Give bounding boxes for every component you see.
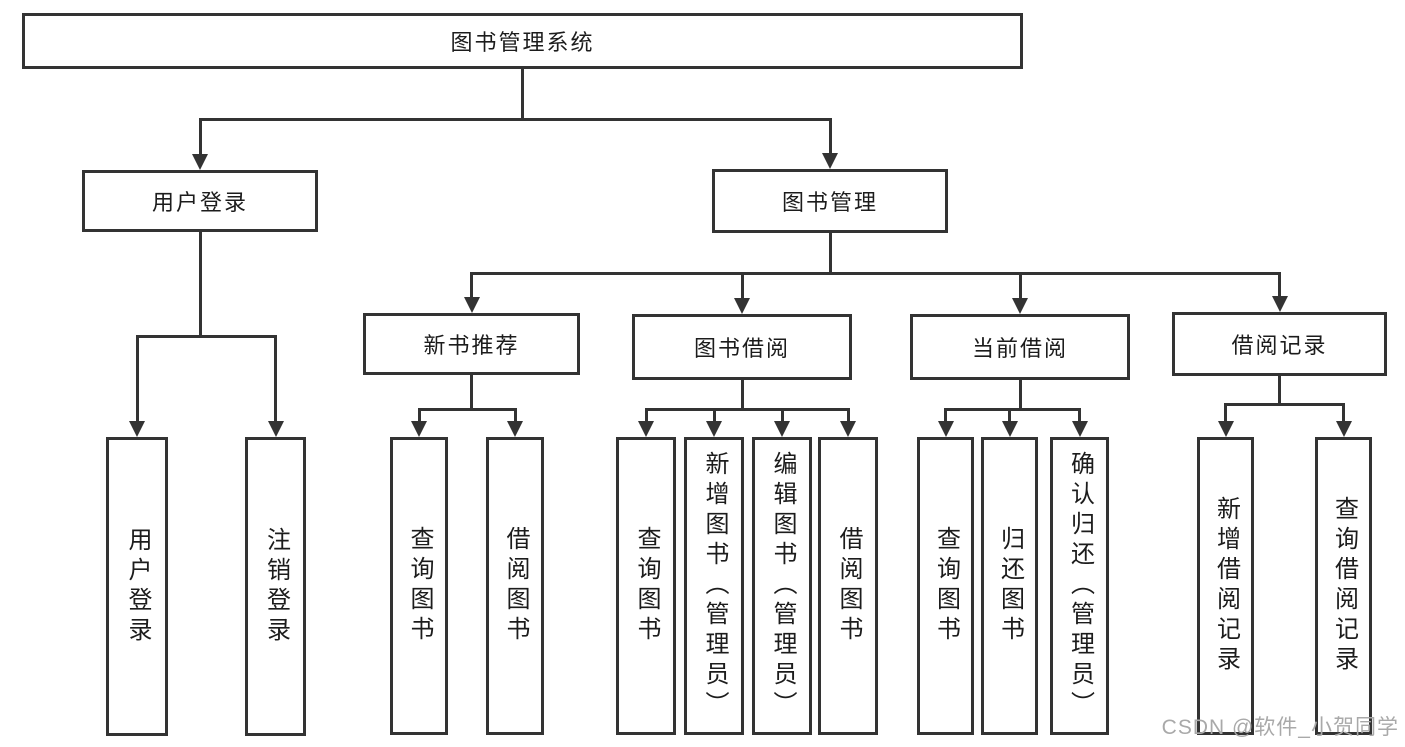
connector-bus — [1224, 403, 1345, 406]
node-label: 图书管理 — [781, 190, 878, 215]
connector-stem — [740, 380, 744, 411]
connector-stem — [1278, 376, 1281, 406]
node-label: 用户登录 — [151, 190, 248, 215]
node-borrow-book-new: 借阅图书 — [486, 437, 544, 735]
arrow-down-icon — [1001, 421, 1018, 437]
node-borrow-book: 借阅图书 — [818, 437, 878, 735]
node-label: 编辑图书（管理员） — [769, 451, 796, 721]
connector-drop — [1278, 272, 1281, 296]
arrow-down-icon — [507, 421, 523, 437]
connector-bus — [198, 118, 832, 121]
node-label: 查询图书 — [932, 526, 960, 646]
arrow-down-icon — [1271, 296, 1288, 312]
node-query-book-borrow: 查询图书 — [616, 437, 676, 735]
node-label: 借阅图书 — [502, 526, 529, 646]
connector-drop — [712, 408, 716, 421]
connector-drop — [828, 118, 832, 153]
connector-drop — [644, 408, 648, 421]
connector-drop — [470, 272, 473, 297]
arrow-down-icon — [840, 421, 856, 437]
connector-stem — [198, 232, 202, 338]
arrow-down-icon — [1335, 421, 1352, 437]
arrow-down-icon — [1071, 421, 1088, 437]
connector-stem — [470, 375, 473, 411]
node-query-borrow-record: 查询借阅记录 — [1315, 437, 1372, 735]
node-label: 确认归还（管理员） — [1066, 451, 1094, 721]
watermark: CSDN @软件_小贺同学 — [1161, 716, 1399, 739]
connector-drop — [780, 408, 784, 421]
node-login-leaf: 用户登录 — [106, 437, 168, 736]
connector-drop — [1078, 408, 1081, 421]
node-book-borrow: 图书借阅 — [632, 314, 852, 380]
node-new-book-rec: 新书推荐 — [363, 313, 580, 375]
connector-drop — [740, 272, 744, 298]
node-label: 新书推荐 — [423, 333, 520, 358]
connector-drop — [198, 118, 202, 154]
connector-drop — [1224, 403, 1227, 421]
node-label: 注销登录 — [262, 526, 290, 647]
node-current-borrow: 当前借阅 — [910, 314, 1130, 380]
node-label: 查询图书 — [406, 526, 433, 646]
connector-bus — [644, 408, 850, 411]
arrow-down-icon — [1217, 421, 1234, 437]
node-edit-book: 编辑图书（管理员） — [752, 437, 812, 735]
node-label: 用户登录 — [124, 526, 151, 647]
connector-bus — [417, 408, 517, 411]
arrow-down-icon — [267, 421, 284, 437]
connector-drop — [513, 408, 517, 421]
node-label: 图书管理系统 — [450, 30, 595, 55]
node-add-borrow-record: 新增借阅记录 — [1197, 437, 1254, 735]
node-add-book: 新增图书（管理员） — [684, 437, 744, 735]
connector-bus — [470, 272, 1281, 275]
node-book-mgmt: 图书管理 — [712, 169, 948, 233]
node-label: 图书借阅 — [693, 336, 790, 361]
node-logout-leaf: 注销登录 — [245, 437, 306, 736]
arrow-down-icon — [774, 421, 790, 437]
connector-drop — [274, 335, 277, 421]
arrow-down-icon — [1012, 298, 1028, 314]
node-label: 查询借阅记录 — [1330, 496, 1358, 676]
connector-drop — [135, 335, 139, 421]
connector-drop — [1018, 272, 1022, 298]
node-confirm-return: 确认归还（管理员） — [1050, 437, 1109, 735]
node-label: 借阅图书 — [835, 526, 862, 646]
node-label: 当前借阅 — [971, 336, 1068, 361]
arrow-down-icon — [463, 297, 480, 313]
connector-drop — [846, 408, 850, 421]
node-user-login: 用户登录 — [82, 170, 318, 232]
node-label: 归还图书 — [996, 526, 1024, 646]
connector-stem — [1018, 380, 1022, 411]
arrow-down-icon — [822, 153, 838, 169]
node-borrow-records: 借阅记录 — [1172, 312, 1387, 376]
node-label: 新增借阅记录 — [1212, 496, 1240, 676]
node-query-book-new: 查询图书 — [390, 437, 448, 735]
connector-stem — [828, 233, 832, 275]
connector-stem — [521, 69, 524, 121]
connector-drop — [1342, 403, 1345, 421]
arrow-down-icon — [937, 421, 954, 437]
arrow-down-icon — [192, 154, 208, 170]
arrow-down-icon — [129, 421, 145, 437]
arrow-down-icon — [706, 421, 722, 437]
node-query-book-current: 查询图书 — [917, 437, 974, 735]
node-label: 借阅记录 — [1231, 333, 1328, 358]
node-root: 图书管理系统 — [22, 13, 1023, 69]
arrow-down-icon — [411, 421, 427, 437]
node-label: 查询图书 — [633, 526, 660, 646]
connector-drop — [1008, 408, 1011, 421]
arrow-down-icon — [638, 421, 654, 437]
arrow-down-icon — [734, 298, 750, 314]
connector-bus — [944, 408, 1081, 411]
connector-drop — [944, 408, 947, 421]
node-return-book: 归还图书 — [981, 437, 1038, 735]
node-label: 新增图书（管理员） — [701, 451, 728, 721]
connector-drop — [417, 408, 421, 421]
connector-bus — [135, 335, 277, 338]
